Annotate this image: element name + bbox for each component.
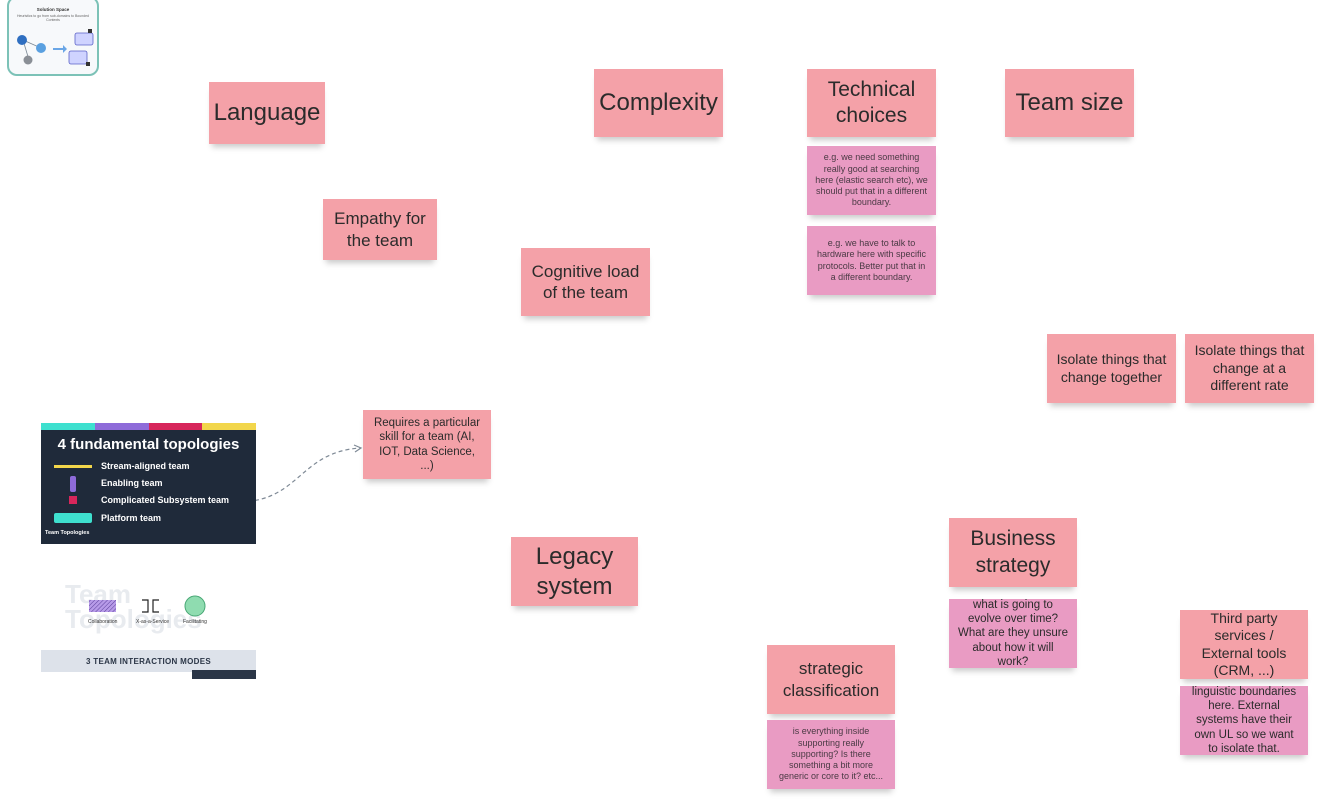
platform-swatch <box>54 513 92 523</box>
stream-aligned-swatch <box>54 465 92 468</box>
facilitating-caption: Facilitating <box>183 619 207 625</box>
collaboration-caption: Collaboration <box>88 619 118 625</box>
team-topologies-brand: Team Topologies <box>45 530 90 536</box>
sticky-isolate-change-together[interactable]: Isolate things that change together <box>1047 334 1176 403</box>
sticky-language[interactable]: Language <box>209 82 325 144</box>
thumbnail-title: Solution Space <box>36 7 70 12</box>
sticky-tech-example-search[interactable]: e.g. we need something really good at se… <box>807 146 936 215</box>
sticky-empathy-for-the-team[interactable]: Empathy for the team <box>323 199 437 260</box>
color-bar-purple <box>95 423 149 430</box>
modes-watermark: Team Topologies <box>65 579 202 634</box>
x-as-a-service-caption: X-as-a-Service <box>136 619 170 625</box>
sticky-isolate-change-rate[interactable]: Isolate things that change at a differen… <box>1185 334 1314 403</box>
sticky-cognitive-load[interactable]: Cognitive load of the team <box>521 248 650 316</box>
sticky-business-strategy[interactable]: Business strategy <box>949 518 1077 587</box>
sticky-linguistic-boundaries[interactable]: linguistic boundaries here. External sys… <box>1180 686 1308 755</box>
sticky-strategic-classification[interactable]: strategic classification <box>767 645 895 714</box>
x-as-a-service-icon <box>142 599 159 613</box>
complicated-subsystem-swatch <box>69 496 77 504</box>
sticky-technical-choices[interactable]: Technical choices <box>807 69 936 137</box>
interaction-modes-banner: 3 TEAM INTERACTION MODES <box>41 650 256 672</box>
complicated-subsystem-label: Complicated Subsystem team <box>101 495 230 505</box>
interaction-modes-footer <box>192 670 256 679</box>
stream-aligned-label: Stream-aligned team <box>101 461 190 471</box>
enabling-swatch <box>70 476 76 492</box>
sticky-complexity[interactable]: Complexity <box>594 69 723 137</box>
sticky-particular-skill[interactable]: Requires a particular skill for a team (… <box>363 410 491 479</box>
thumbnail-diagram-icon <box>17 29 94 66</box>
sticky-third-party-services[interactable]: Third party services / External tools (C… <box>1180 610 1308 679</box>
facilitating-icon <box>184 595 206 617</box>
solution-space-thumbnail[interactable]: Solution Space Heuristics to go from sub… <box>7 0 99 76</box>
enabling-label: Enabling team <box>101 478 163 488</box>
sticky-strategic-question[interactable]: is everything inside supporting really s… <box>767 720 895 789</box>
platform-label: Platform team <box>101 513 162 523</box>
collaboration-icon <box>89 600 116 612</box>
interaction-modes-card[interactable]: Team Topologies Collaboration X-as-a-Ser… <box>41 556 256 680</box>
topologies-card[interactable]: 4 fundamental topologies Stream-aligned … <box>41 423 256 544</box>
sticky-tech-example-hardware[interactable]: e.g. we have to talk to hardware here wi… <box>807 226 936 295</box>
color-bar-yellow <box>202 423 256 430</box>
sticky-business-question[interactable]: what is going to evolve over time? What … <box>949 599 1077 668</box>
sticky-legacy-system[interactable]: Legacy system <box>511 537 638 606</box>
color-bar-red <box>149 423 202 430</box>
thumbnail-subtitle: Heuristics to go from sub-domains to Bou… <box>17 14 89 23</box>
sticky-team-size[interactable]: Team size <box>1005 69 1134 137</box>
color-bar-teal <box>41 423 95 430</box>
topologies-title: 4 fundamental topologies <box>57 436 240 453</box>
